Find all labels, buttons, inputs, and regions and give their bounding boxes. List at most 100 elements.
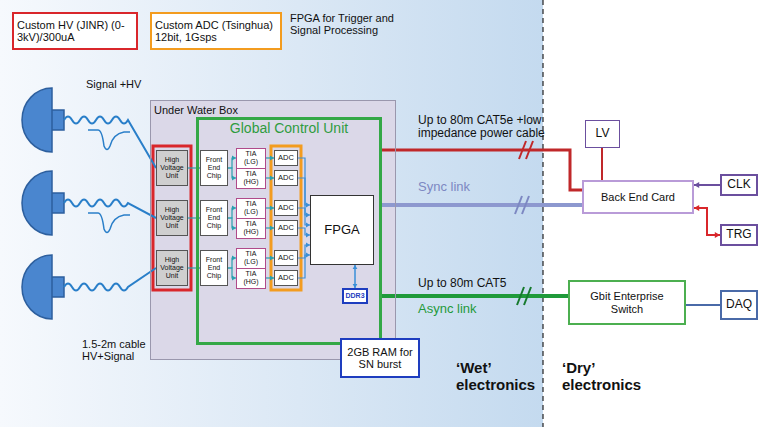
cable-coil [64,268,156,291]
node-text: Front End Chip [202,256,226,279]
link-label: Sync link [418,180,470,195]
connector [266,276,274,281]
housing-fill [150,100,396,360]
node-text: DAQ [726,298,752,311]
note-box: 2GB RAM for SN burst [340,338,420,378]
node-text: 2GB RAM for SN burst [345,346,415,371]
adc-box: ADC [274,220,298,236]
node-text: Back End Card [601,191,675,203]
connector [266,176,274,181]
connector-line [298,208,310,225]
connector [228,256,236,268]
node-text: Global Control Unit [199,120,379,138]
annotation-label: FPGA for Trigger and Signal Processing [290,12,418,37]
hv-unit-box: High Voltage Unit [156,250,188,286]
connector-line [298,255,310,278]
fpga-box: FPGA [310,195,374,265]
spec-box: Custom HV (JINR) (0-3kV)/300uA [12,12,138,50]
node-text: ADC [278,204,294,212]
pulse-shape [88,213,130,233]
connector [266,156,274,161]
connector [382,150,582,190]
adc-box: ADC [274,270,298,286]
spec-box: Custom ADC (Tsinghua) 12bit, 1Gsps [150,12,282,50]
pmt-symbol [22,171,64,235]
chip-box: Front End Chip [200,250,228,286]
node-text: High Voltage Unit [158,256,186,279]
annotation-label: ‘Dry’ electronics [562,360,646,394]
break-mark [515,196,529,214]
connector [382,205,582,206]
node-text: ADC [278,274,294,282]
connector [353,265,358,288]
connector-line [694,208,720,235]
connector-line [382,150,582,190]
arrow-head [694,182,699,188]
connector [694,205,720,238]
node-text: ADC [278,224,294,232]
hv-unit-box: High Voltage Unit [156,200,188,236]
amplifier-box: TIA (HG) [236,268,266,289]
connector [266,226,274,231]
pmt-symbol [22,255,64,319]
switch-box: Gbit Enterprise Switch [568,280,686,325]
cable-coil [64,117,156,169]
signal-box: CLK [720,174,758,196]
adc-box: ADC [274,250,298,266]
annotation-label: ‘Wet’ electronics [456,360,540,394]
node-text: Custom HV (JINR) (0-3kV)/300uA [17,19,133,44]
control-unit-box: Global Control UnitFront End ChipTIA (LG… [196,117,382,345]
connector-line [601,148,603,180]
arrow-head [694,205,699,211]
daq-box: DAQ [720,290,758,320]
connector-line [298,158,310,205]
chip-box: Front End Chip [200,200,228,236]
adc-group-outline [271,146,301,290]
connector-line [686,304,720,306]
chip-box: Front End Chip [200,150,228,186]
connector [228,268,236,280]
node-text: CLK [727,178,750,191]
amplifier-box: TIA (LG) [236,198,266,219]
pmt-symbol [22,88,64,152]
node-text: Gbit Enterprise Switch [573,290,681,315]
connector [298,208,310,227]
amplifier-box: TIA (LG) [236,248,266,269]
connector [602,148,603,180]
connector [382,296,568,297]
node-text: LV [596,127,610,140]
amplifier-box: TIA (HG) [236,168,266,189]
node-text: TRG [726,228,751,241]
node-text: FPGA [324,223,359,238]
connector [686,305,720,306]
connector [298,228,310,237]
node-text: TIA (HG) [238,170,264,186]
connector [298,243,310,258]
hv-group-outline [153,146,191,290]
arrow-head [353,265,358,269]
node-text: TIA (HG) [238,270,264,286]
adc-box: ADC [274,150,298,166]
connector-line [298,178,310,215]
annotation-label: Up to 80m CAT5e +low impedance power cab… [418,114,568,141]
node-text: Custom ADC (Tsinghua) 12bit, 1Gsps [155,19,277,44]
amplifier-box: TIA (HG) [236,218,266,239]
node-text: TIA (LG) [238,150,264,166]
break-mark [519,141,533,159]
node-text: High Voltage Unit [158,156,186,179]
power-box: LV [585,120,620,148]
amplifier-box: TIA (LG) [236,148,266,169]
connector [298,253,310,278]
link-label: Async link [418,302,477,317]
node-text: Front End Chip [202,156,226,179]
node-text: TIA (LG) [238,200,264,216]
node-text: DDR3 [345,292,364,300]
connector [694,182,720,188]
cable-coil [64,200,156,219]
wet-dry-divider [542,0,543,427]
adc-box: ADC [274,200,298,216]
annotation-label: Signal +HV [86,78,141,90]
connector-line [382,203,582,207]
node-text: Front End Chip [202,206,226,229]
